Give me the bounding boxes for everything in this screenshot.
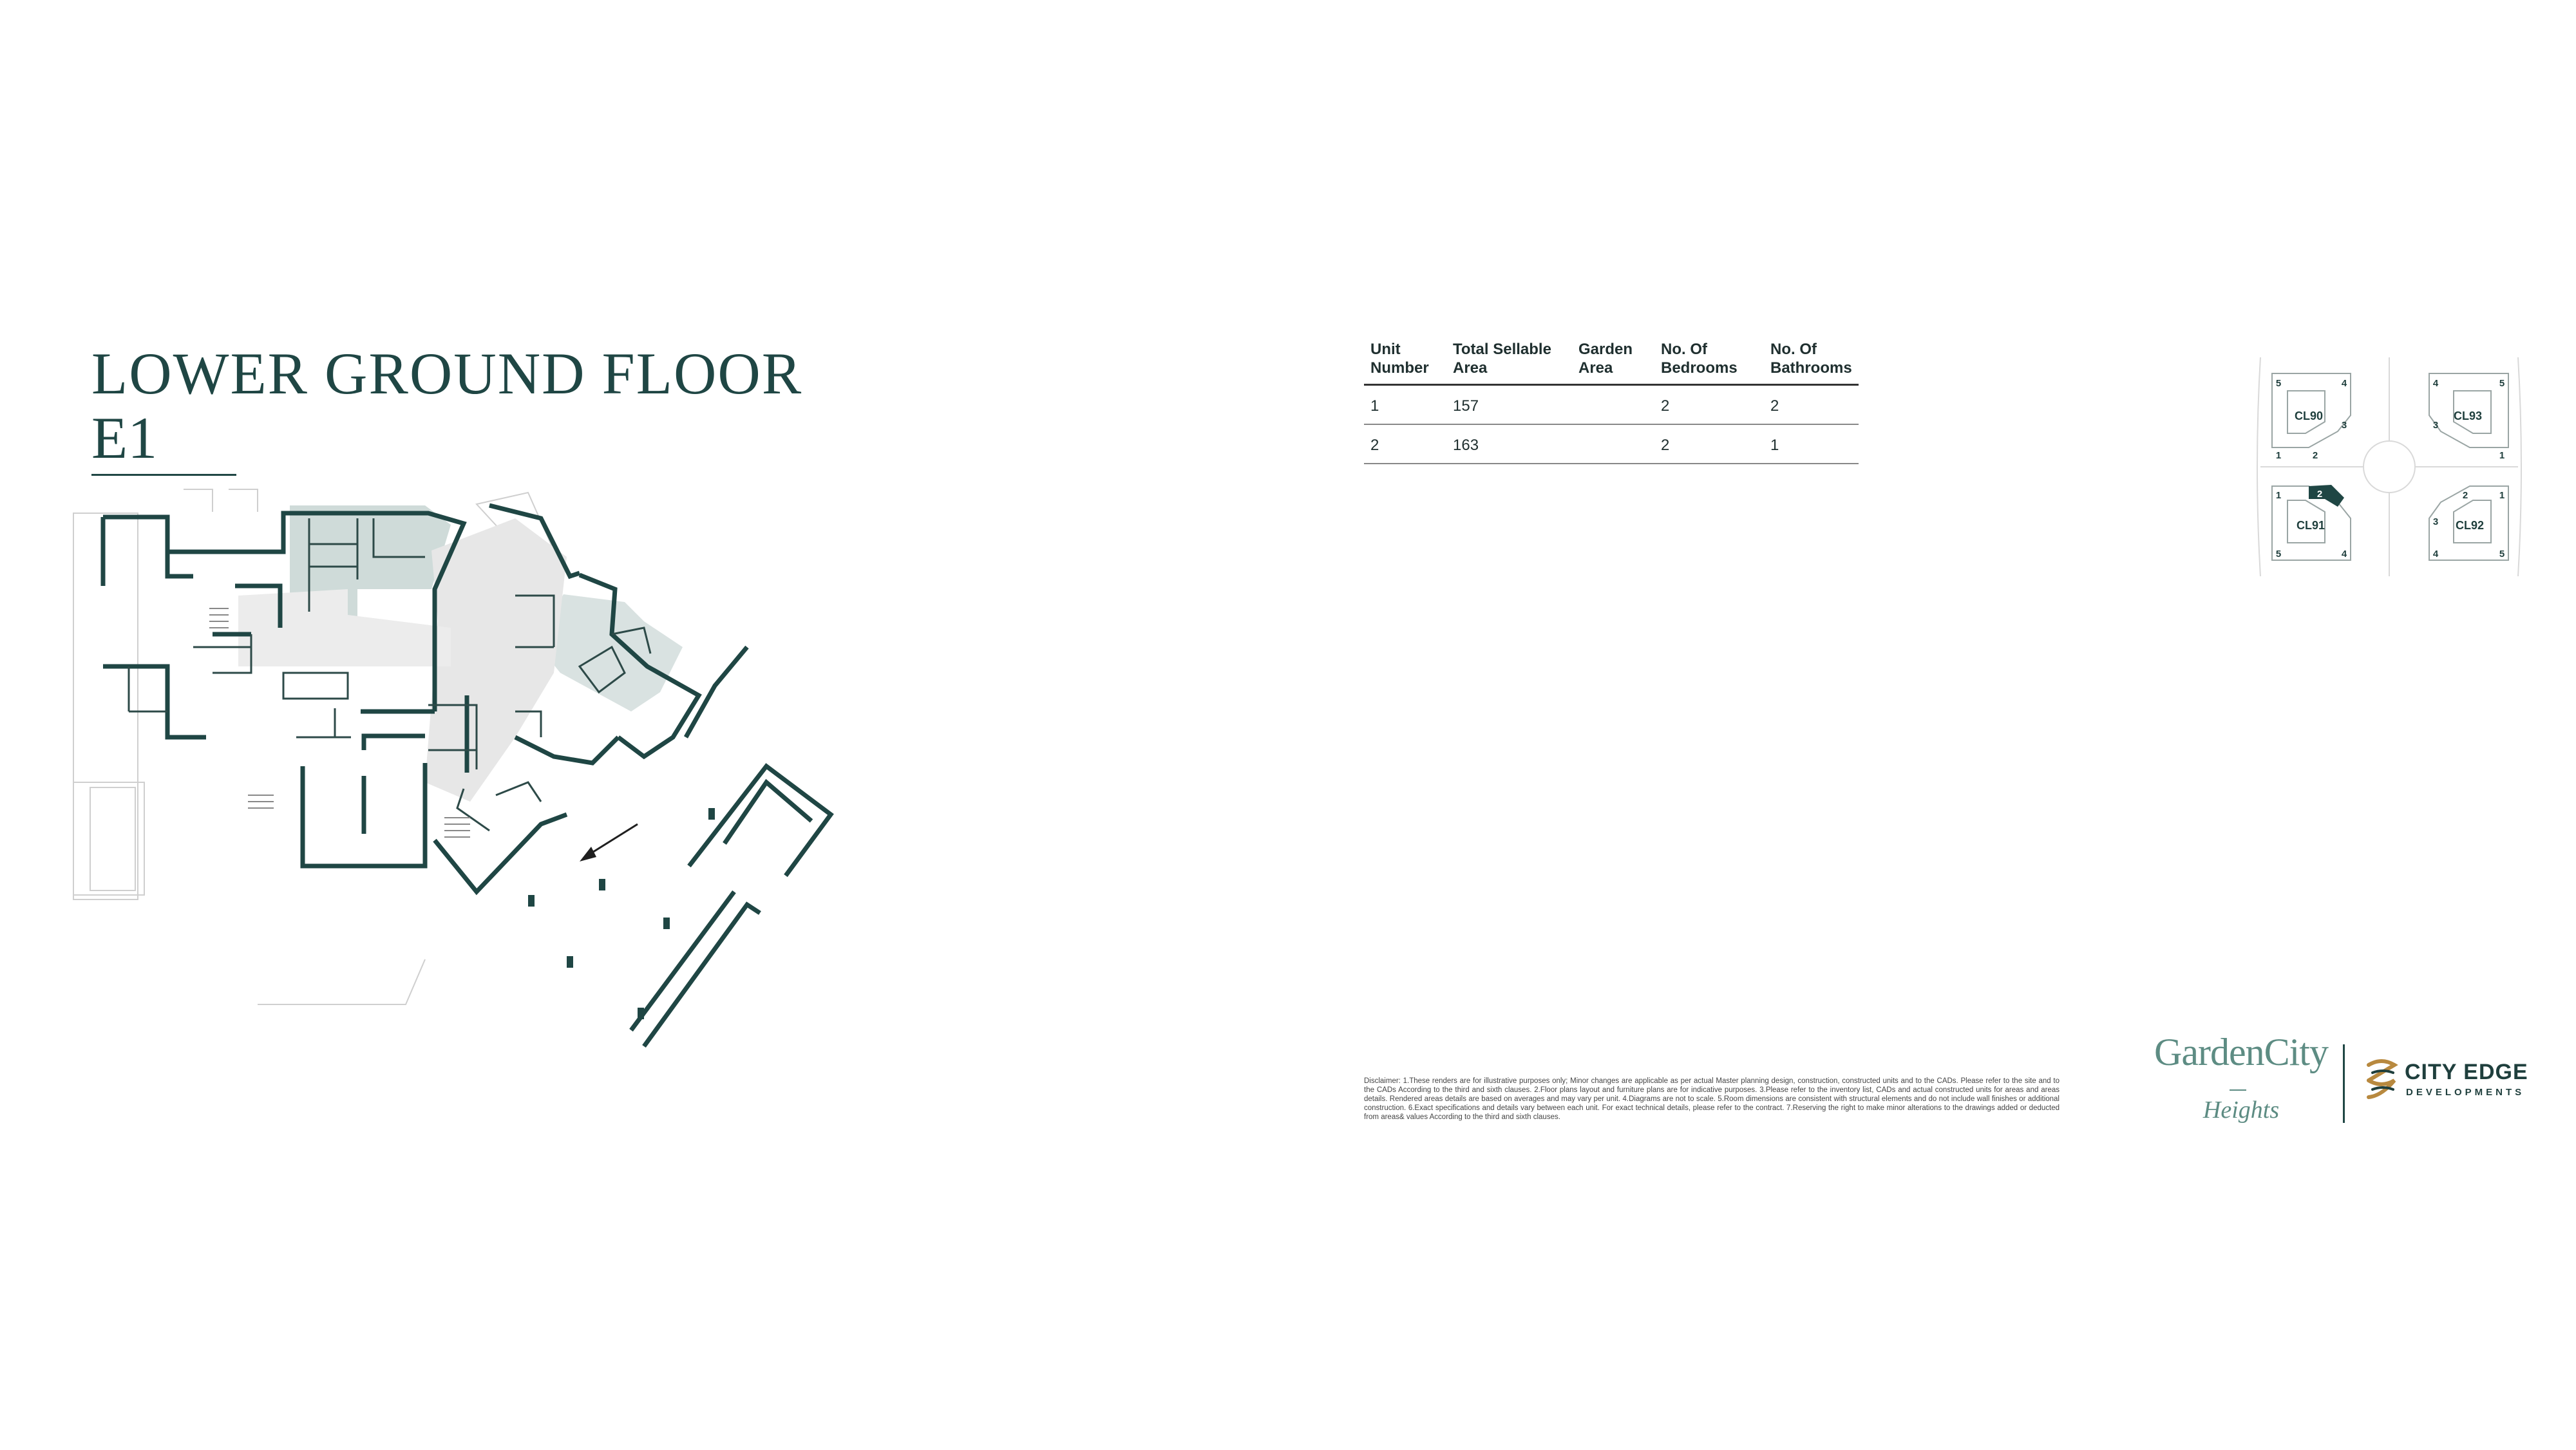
cell-bathrooms: 1	[1764, 424, 1859, 464]
city-edge-logo: CITY EDGE DEVELOPMENTS	[2363, 1056, 2550, 1107]
keyplan-number: 1	[2276, 450, 2281, 461]
keyplan-number-highlighted: 2	[2317, 489, 2322, 500]
disclaimer-text: Disclaimer: 1.These renders are for illu…	[1364, 1077, 2060, 1121]
cell-unit: 1	[1364, 384, 1446, 425]
table-row: 1 157 2 2	[1364, 384, 1859, 425]
keyplan-number: 4	[2433, 378, 2439, 389]
city-edge-subname: DEVELOPMENTS	[2406, 1087, 2525, 1098]
cell-bathrooms: 2	[1764, 384, 1859, 425]
unit-2-highlight	[535, 594, 683, 711]
highlighted-unit	[2309, 485, 2344, 507]
keyplan-number: 4	[2342, 549, 2347, 560]
cell-garden-area	[1572, 424, 1654, 464]
city-edge-name: CITY EDGE	[2405, 1060, 2528, 1084]
cell-bedrooms: 2	[1654, 424, 1764, 464]
cell-garden-area	[1572, 384, 1654, 425]
title-underline	[91, 474, 236, 476]
keyplan-number: 2	[2313, 450, 2318, 461]
keyplan-number: 3	[2342, 420, 2347, 431]
block-label-cl93: CL93	[2454, 410, 2482, 422]
logo-dash	[2230, 1089, 2246, 1091]
keyplan-number: 3	[2433, 516, 2438, 527]
garden-city-subname: Heights	[2202, 1097, 2280, 1124]
keyplan-number: 2	[2463, 490, 2468, 501]
city-edge-mark-icon	[2367, 1059, 2398, 1099]
keyplan-number: 5	[2499, 378, 2505, 389]
cell-total-area: 163	[1446, 424, 1572, 464]
direction-arrow	[580, 823, 638, 862]
logo-divider	[2343, 1044, 2345, 1123]
unit-1-highlight	[290, 505, 451, 618]
page-title: LOWER GROUND FLOOR	[91, 341, 803, 406]
keyplan-number: 5	[2499, 549, 2505, 560]
garden-city-logo: GardenCity Heights	[2145, 1030, 2338, 1133]
garden-city-name: GardenCity	[2154, 1031, 2329, 1073]
keyplan-number: 4	[2342, 378, 2347, 389]
keyplan-number: 4	[2433, 549, 2439, 560]
floor-plan-drawing	[73, 489, 834, 1048]
block-label-cl91: CL91	[2297, 519, 2325, 532]
keyplan-number: 5	[2276, 549, 2281, 560]
keyplan-number: 5	[2276, 378, 2281, 389]
keyplan-number: 1	[2276, 490, 2281, 501]
block-label-cl90: CL90	[2295, 410, 2323, 422]
block-label: E1	[91, 405, 158, 471]
key-plan: CL90 CL93 CL91 CL92 5 4 3 1 2 4 5 3 1 1 …	[2257, 357, 2522, 577]
cell-total-area: 157	[1446, 384, 1572, 425]
cell-unit: 2	[1364, 424, 1446, 464]
cell-bedrooms: 2	[1654, 384, 1764, 425]
keyplan-number: 3	[2433, 420, 2438, 431]
keyplan-number: 1	[2499, 490, 2505, 501]
keyplan-number: 1	[2499, 450, 2505, 461]
table-row: 2 163 2 1	[1364, 424, 1859, 464]
block-label-cl92: CL92	[2456, 519, 2484, 532]
